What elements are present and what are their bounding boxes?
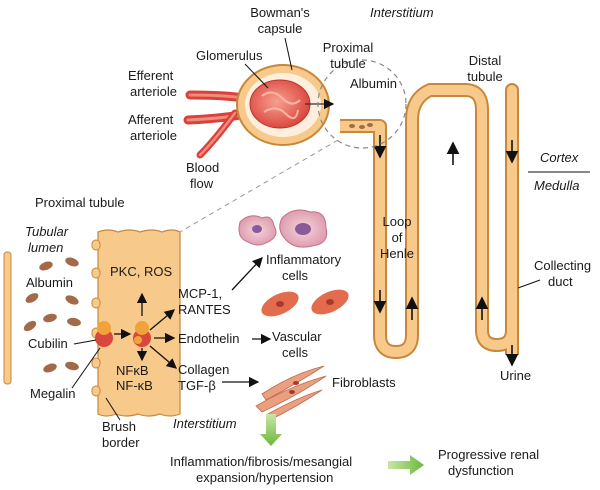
tubule-flow-arrows <box>373 135 519 367</box>
label-brush-2: border <box>102 435 140 450</box>
label-mcp1: MCP-1, <box>178 286 222 301</box>
label-outcome-1-b: expansion/hypertension <box>196 470 333 485</box>
receptor-1 <box>95 321 113 347</box>
nephron-tubule <box>340 83 519 359</box>
label-fibroblasts: Fibroblasts <box>332 375 396 390</box>
label-pkc-ros: PKC, ROS <box>110 264 172 279</box>
arrow-to-inflammatory <box>231 257 263 291</box>
label-inflammatory-1: Inflammatory <box>266 252 342 267</box>
label-bowmans-2: capsule <box>258 21 303 36</box>
zoom-circle <box>317 59 407 149</box>
label-efferent-1: Efferent <box>128 68 174 83</box>
label-collecting-2: duct <box>548 274 573 289</box>
label-albumin-top: Albumin <box>350 76 397 91</box>
label-distal-2: tubule <box>467 69 502 84</box>
green-arrow-down <box>260 414 282 446</box>
label-medulla: Medulla <box>534 178 580 193</box>
label-megalin: Megalin <box>30 386 76 401</box>
arrow-to-collagen <box>149 345 177 369</box>
pointer-bowmans <box>284 37 293 71</box>
arrow-to-mcp1 <box>149 309 175 331</box>
label-albumin-left: Albumin <box>26 275 73 290</box>
label-rantes: RANTES <box>178 302 231 317</box>
label-distal-1: Distal <box>469 53 502 68</box>
albumin-particles <box>23 257 81 373</box>
green-arrow-right <box>388 455 424 475</box>
receptor-2 <box>133 321 151 347</box>
label-nfkb-2: NF-κB <box>116 378 153 393</box>
label-brush-1: Brush <box>102 419 136 434</box>
label-collecting-1: Collecting <box>534 258 591 273</box>
label-nfkb-1: NFκB <box>116 363 149 378</box>
zoom-line <box>179 139 339 233</box>
label-endothelin: Endothelin <box>178 331 239 346</box>
label-collagen: Collagen <box>178 362 229 377</box>
label-tubular-lumen-2: lumen <box>28 240 63 255</box>
label-afferent-1: Afferent <box>128 112 174 127</box>
pointer-collecting <box>517 279 541 289</box>
label-vascular-1: Vascular <box>272 329 322 344</box>
label-bowmans-1: Bowman's <box>250 5 310 20</box>
label-inflammatory-2: cells <box>282 268 309 283</box>
label-cortex: Cortex <box>540 150 579 165</box>
vascular-cells <box>261 289 349 317</box>
label-vascular-2: cells <box>282 345 309 360</box>
albumin-dots-top <box>349 123 373 129</box>
label-glomerulus: Glomerulus <box>196 48 263 63</box>
label-afferent-2: arteriole <box>130 128 177 143</box>
pointer-brush <box>105 397 121 421</box>
label-loop-3: Henle <box>380 246 414 261</box>
label-tgfb: TGF-β <box>178 378 216 393</box>
label-interstitium-top: Interstitium <box>370 5 434 20</box>
label-loop-1: Loop <box>383 214 412 229</box>
pointer-cubilin <box>73 339 97 345</box>
label-outcome-1-a: Inflammation/fibrosis/mesangial <box>170 454 352 469</box>
label-efferent-2: arteriole <box>130 84 177 99</box>
glomerulus <box>249 79 311 129</box>
label-blood-2: flow <box>190 176 214 191</box>
label-blood-1: Blood <box>186 160 219 175</box>
label-loop-2: of <box>392 230 403 245</box>
fibroblasts <box>255 365 327 421</box>
label-proximal-main: Proximal tubule <box>35 195 125 210</box>
pointer-megalin <box>71 347 101 389</box>
pointer-glomerulus <box>244 63 269 89</box>
label-urine: Urine <box>500 368 531 383</box>
label-proximal-top-1: Proximal <box>323 40 374 55</box>
label-cubilin: Cubilin <box>28 336 68 351</box>
inflammatory-cells <box>238 209 328 248</box>
label-interstitium-bottom: Interstitium <box>173 416 237 431</box>
label-proximal-top-2: tubule <box>330 56 365 71</box>
label-tubular-lumen-1: Tubular <box>25 224 69 239</box>
label-outcome-2-b: dysfunction <box>448 463 514 478</box>
lumen-wall <box>3 251 12 385</box>
label-outcome-2-a: Progressive renal <box>438 447 539 462</box>
